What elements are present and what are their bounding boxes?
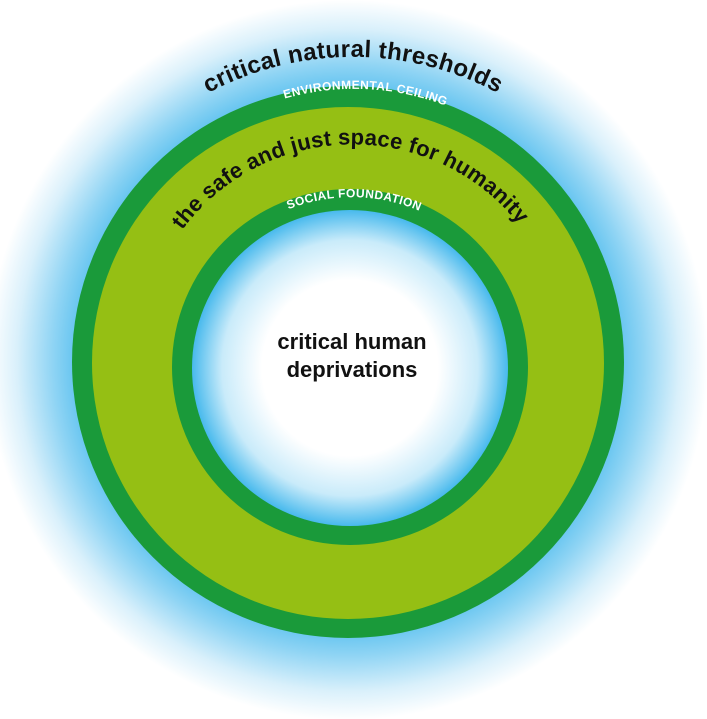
center-label-line2: deprivations: [287, 357, 418, 382]
critical-human-deprivations-core: [192, 210, 508, 526]
center-label-line1: critical human: [277, 329, 426, 354]
